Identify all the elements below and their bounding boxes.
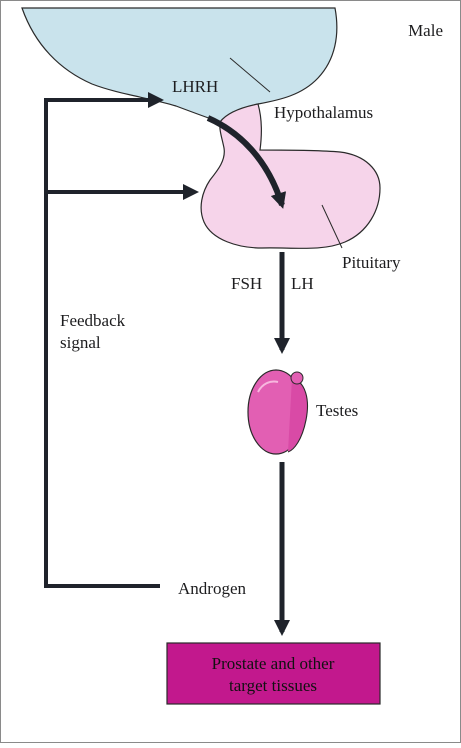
lh-label: LH: [291, 274, 314, 293]
testes-shape: [248, 370, 307, 454]
pituitary-label: Pituitary: [342, 253, 401, 272]
hypothalamus-label: Hypothalamus: [274, 103, 373, 122]
target-label-line1: Prostate and other: [212, 654, 335, 673]
fsh-label: FSH: [231, 274, 262, 293]
sex-label: Male: [408, 21, 443, 40]
target-label-line2: target tissues: [229, 676, 317, 695]
testes-label: Testes: [316, 401, 358, 420]
feedback-label-line1: Feedback: [60, 311, 126, 330]
feedback-label-line2: signal: [60, 333, 101, 352]
androgen-label: Androgen: [178, 579, 246, 598]
lhrh-label: LHRH: [172, 77, 218, 96]
